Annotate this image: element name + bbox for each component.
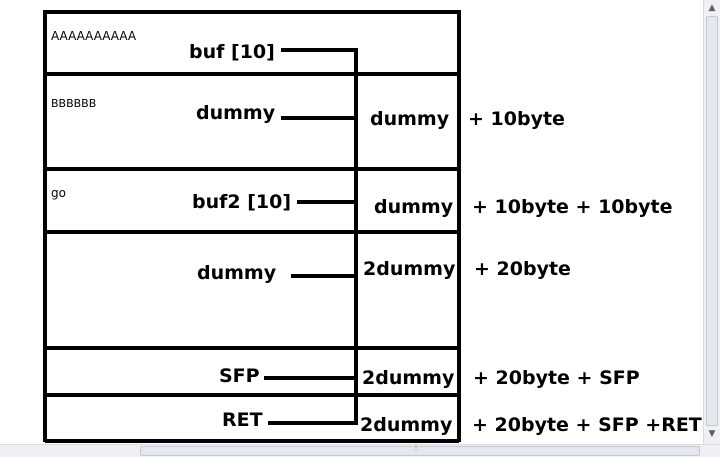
dummy1-label: dummy [196, 102, 276, 124]
scroll-up-arrow-icon[interactable]: ▲ [708, 3, 716, 13]
buf2-label: buf2 [10] [192, 191, 291, 213]
ret-offset-left: 2dummy [360, 414, 453, 436]
stack-frame [43, 10, 461, 443]
buf2-offset-left: dummy [374, 196, 454, 218]
buf-label: buf [10] [189, 41, 275, 63]
dummy1-offset-left: dummy [370, 108, 450, 130]
dummy1-content-text: BBBBBB [51, 97, 96, 110]
sfp-label: SFP [219, 365, 260, 387]
horizontal-scroll-thumb[interactable] [140, 446, 700, 456]
scroll-grip-icon: ⋮ [412, 443, 420, 452]
vertical-scrollbar[interactable]: ▲ ▼ [703, 0, 720, 444]
ret-label: RET [222, 409, 263, 431]
vertical-scroll-thumb[interactable] [706, 16, 718, 426]
dummy1-offset-right: + 10byte [468, 108, 565, 130]
horizontal-scrollbar[interactable]: ⋮ [0, 443, 720, 457]
dummy2-offset-left: 2dummy [363, 258, 456, 280]
scroll-down-arrow-icon[interactable]: ▼ [708, 429, 716, 439]
connector-lines [264, 48, 358, 425]
buf2-offset-right: + 10byte + 10byte [472, 196, 672, 218]
dummy2-label: dummy [197, 262, 277, 284]
buf-content-text: AAAAAAAAAA [51, 29, 137, 43]
dummy2-offset-right: + 20byte [474, 258, 571, 280]
sfp-offset-left: 2dummy [362, 367, 455, 389]
ret-offset-right: + 20byte + SFP +RET [472, 414, 702, 436]
sfp-offset-right: + 20byte + SFP [473, 367, 640, 389]
buf2-content-text: go [51, 186, 66, 200]
